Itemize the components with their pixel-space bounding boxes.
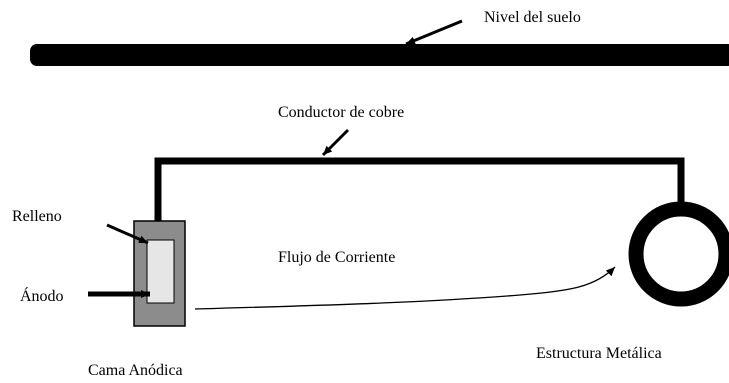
anode-rod: [146, 239, 175, 304]
current-flow-arrow: [194, 266, 616, 310]
ground-level-label: Nivel del suelo: [484, 9, 581, 26]
copper-conductor-label: Conductor de cobre: [278, 104, 404, 121]
current-flow-label: Flujo de Corriente: [278, 249, 395, 266]
anode-bed-label: Cama Anódica: [88, 362, 183, 379]
anode-label: Ánodo: [20, 286, 64, 305]
copper-conductor-wire: [154, 157, 685, 237]
copper-conductor-pointer: [321, 128, 350, 157]
backfill-pointer: [106, 223, 149, 245]
ground-level-pointer: [405, 19, 463, 46]
metal-structure-label: Estructura Metálica: [536, 345, 662, 362]
ground-level-bar: [30, 44, 729, 66]
metal-structure-ring: [628, 201, 729, 307]
backfill-label: Relleno: [12, 208, 62, 225]
